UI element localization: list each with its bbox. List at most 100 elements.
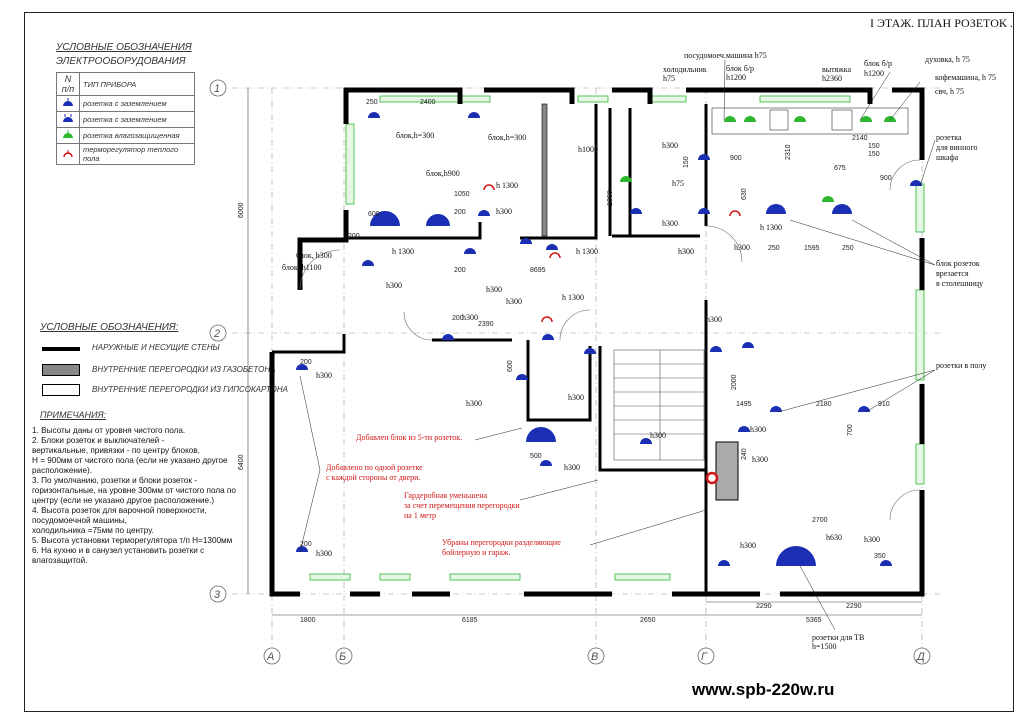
socket-block-icon	[832, 204, 852, 214]
socket-icon	[516, 374, 528, 380]
staircase	[613, 349, 705, 461]
inner-dim: 150	[868, 151, 880, 158]
socket-icon	[640, 438, 652, 444]
legend-equipment-table: N п/п ТИП ПРИБОРА розетка с заземлением …	[56, 72, 195, 165]
dim-bottom-right: 2290	[756, 603, 772, 610]
inner-dim: 250	[768, 245, 780, 252]
tv-sockets-label: h=1500	[812, 642, 837, 651]
socket-icon	[630, 208, 642, 214]
inner-dim: 200	[454, 267, 466, 274]
axis-label-col: В	[591, 651, 598, 663]
outlet-label: блок, h300	[296, 251, 332, 260]
outlet-label: h300	[564, 463, 580, 472]
outlet-label: h300	[734, 243, 750, 252]
dimension-lines	[247, 88, 922, 616]
outlet-label: h300	[662, 141, 678, 150]
legend-equipment-subtitle: ЭЛЕКТРООБОРУДОВАНИЯ	[56, 56, 186, 67]
dim-bottom: 2650	[640, 617, 656, 624]
outlets-blue	[296, 112, 922, 566]
inner-dim: 2140	[852, 135, 868, 142]
outlet-label: блок, h1100	[282, 263, 321, 272]
inner-dim: 1595	[804, 245, 820, 252]
socket-icon	[718, 560, 730, 566]
thermostat-icon	[56, 143, 80, 165]
socket-icon	[464, 248, 476, 254]
socket-icon	[698, 154, 710, 160]
wine-label: для винного	[936, 143, 977, 152]
outlet-label: h300	[706, 315, 722, 324]
outlet-label: h630	[826, 533, 842, 542]
outlet-label: блок,h=300	[396, 131, 434, 140]
axis-label-row: 2	[213, 328, 220, 340]
note-line: 4. Высота розеток для варочной поверхнос…	[32, 506, 207, 515]
note-line: посудомоечной машины,	[32, 516, 127, 525]
dim-bottom: 6185	[462, 617, 478, 624]
notes-list: 1. Высоты даны от уровня чистого пола. 2…	[32, 426, 272, 566]
waterproof-socket-icon	[884, 116, 896, 122]
axis-label-col: А	[266, 651, 274, 663]
socket-icon	[368, 112, 380, 118]
axis-bubble	[263, 647, 281, 665]
waterproof-socket-icon	[822, 196, 834, 202]
socket-icon	[296, 546, 308, 552]
socket-icon	[910, 180, 922, 186]
sheet-title: I ЭТАЖ. ПЛАН РОЗЕТОК .	[870, 16, 1013, 30]
inner-dim: 900	[730, 155, 742, 162]
outlet-label: h300	[568, 393, 584, 402]
red-note: Добавлено по одной розетке	[326, 463, 423, 472]
outlet-label: h 1300	[760, 223, 782, 232]
inner-dim: 2400	[420, 99, 436, 106]
note-line: 2. Блоки розеток и выключателей -	[32, 436, 165, 445]
countertop-label: врезается	[936, 269, 969, 278]
socket-icon	[738, 426, 750, 432]
axis-bubble	[209, 79, 227, 97]
socket-icon	[362, 260, 374, 266]
appliance-label: h2360	[822, 74, 842, 83]
socket-icon	[478, 210, 490, 216]
note-line: 5. Высота установки терморегулятора т/п …	[32, 536, 233, 545]
outlet-label: h300	[316, 371, 332, 380]
thermostat-icon	[729, 210, 741, 217]
leader-lines	[299, 59, 936, 631]
door-swings	[299, 159, 921, 521]
socket-icon	[540, 460, 552, 466]
socket-icon	[742, 342, 754, 348]
note-line: 1. Высоты даны от уровня чистого пола.	[32, 426, 186, 435]
axis-bubble	[587, 647, 605, 665]
inner-dim: 240	[741, 448, 748, 460]
axis-bubble	[209, 324, 227, 342]
axis-bubble	[209, 585, 227, 603]
dim-left: 6400	[238, 454, 245, 470]
appliance-label: блок б/р	[864, 59, 892, 68]
thermostats	[483, 184, 741, 323]
wall-legend-item: ВНУТРЕННИЕ ПЕРЕГОРОДКИ ИЗ ГАЗОБЕТОНА	[92, 365, 276, 374]
legend-equipment-title: УСЛОВНЫЕ ОБОЗНАЧЕНИЯ	[56, 42, 192, 53]
socket-icon	[520, 238, 532, 244]
appliance-label: свч, h 75	[935, 87, 964, 96]
countertop-label: в столешницу	[936, 279, 983, 288]
socket-block-icon	[370, 211, 400, 226]
dim-bottom-right: 2290	[846, 603, 862, 610]
waterproof-socket-icon	[794, 116, 806, 122]
wine-label: розетка	[936, 133, 962, 142]
outlet-label: h300	[506, 297, 522, 306]
inner-dim: 200	[452, 315, 464, 322]
axis-bubble	[913, 647, 931, 665]
inner-dim: 250	[842, 245, 854, 252]
boiler-marker-icon	[705, 471, 719, 485]
wall-aerated-swatch	[42, 364, 80, 376]
socket-icon	[296, 364, 308, 370]
inner-dim: 700	[847, 424, 854, 436]
inner-dim: 910	[878, 401, 890, 408]
inner-dim: 200	[348, 233, 360, 240]
wall-bearing-swatch	[42, 347, 80, 351]
outlet-label: блок,h900	[426, 169, 460, 178]
website-url: www.spb-220w.ru	[692, 680, 835, 699]
red-note: бойлерную и гараж.	[442, 548, 510, 557]
floor-socket-icon	[858, 406, 870, 412]
inner-dim: 2700	[812, 517, 828, 524]
notes-title: ПРИМЕЧАНИЯ:	[40, 410, 107, 420]
floor-sockets-label: розетки в полу	[936, 361, 986, 370]
note-line: 3. По умолчанию, розетки и блоки розеток…	[32, 476, 197, 485]
socket-icon	[880, 560, 892, 566]
